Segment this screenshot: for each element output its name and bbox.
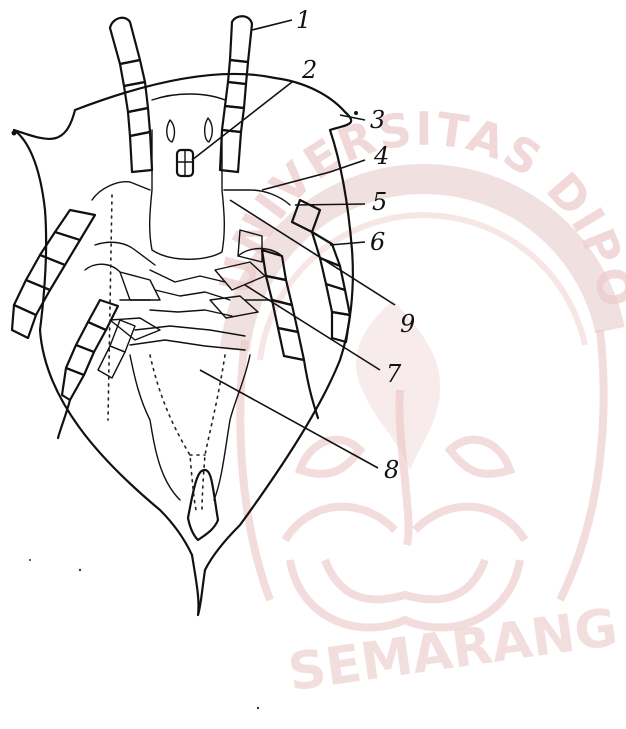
left-legs [12, 210, 160, 438]
label-5: 5 [372, 188, 387, 216]
label-4: 4 [373, 142, 389, 170]
label-2: 2 [301, 56, 317, 84]
label-7: 7 [386, 360, 402, 388]
label-3: 3 [370, 106, 385, 134]
label-1: 1 [296, 6, 311, 34]
abdomen [130, 355, 250, 500]
watermark-leaves [300, 440, 360, 474]
label-6: 6 [370, 228, 385, 256]
watermark-bottom-text: SEMARANG [285, 598, 622, 704]
label-8: 8 [384, 456, 399, 484]
telson [192, 555, 205, 615]
label-9: 9 [400, 310, 415, 338]
